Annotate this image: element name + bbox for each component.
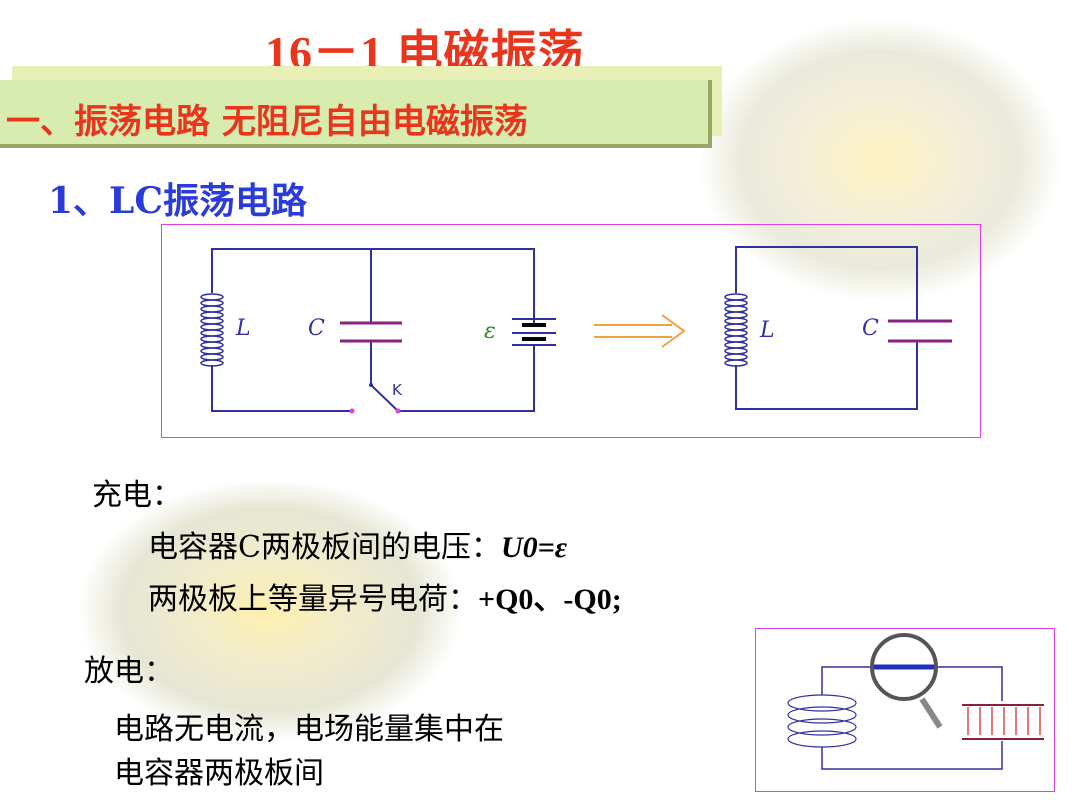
capacitor-icon-right	[888, 319, 952, 343]
wire-top	[211, 248, 535, 325]
small-wire-bottom	[821, 741, 1003, 770]
subheading: 1、LC振荡电路	[48, 172, 307, 224]
wire-right-bottom	[735, 341, 918, 410]
voltage-prefix: 电容器C两极板间的电压：	[148, 530, 501, 565]
charging-voltage-line: 电容器C两极板间的电压：U0=ε	[148, 522, 567, 566]
magnifier-icon	[870, 633, 943, 729]
label-emf: ε	[484, 319, 496, 344]
wire-bottom-left	[211, 365, 352, 412]
small-capacitor-icon	[962, 704, 1044, 740]
inductor-coil-icon	[200, 293, 224, 367]
subheading-cn: 振荡电路	[163, 181, 308, 222]
switch-icon	[349, 383, 401, 414]
magnifier-diagram-frame	[755, 628, 1055, 792]
circuit-diagram: L C K ε	[200, 246, 952, 414]
label-L-right: L	[759, 318, 775, 343]
charging-heading: 充电：	[92, 478, 182, 513]
charge-value: +Q0、-Q0;	[478, 583, 622, 616]
section-banner: 一、振荡电路 无阻尼自由电磁振荡	[0, 80, 712, 148]
discharging-line2: 电容器两极板间	[114, 756, 324, 791]
label-K: K	[392, 381, 403, 399]
voltage-value: U0=ε	[500, 531, 568, 564]
subheading-prefix: 1、LC	[48, 180, 164, 222]
wire-right-top	[735, 246, 918, 321]
battery-icon	[512, 318, 556, 346]
discharging-heading: 放电：	[84, 654, 174, 689]
small-coil-icon	[787, 694, 857, 748]
capacitor-icon	[340, 321, 402, 343]
charging-charge-line: 两极板上等量异号电荷：+Q0、-Q0;	[148, 574, 622, 618]
discharging-line1: 电路无电流，电场能量集中在	[114, 712, 504, 747]
label-L: L	[235, 316, 251, 341]
section-heading: 一、振荡电路 无阻尼自由电磁振荡	[6, 102, 528, 142]
magnifier-diagram	[787, 633, 1044, 770]
inductor-coil-icon-right	[724, 293, 748, 367]
label-C: C	[308, 316, 325, 341]
wire-bottom-right	[398, 345, 535, 412]
circuit-diagram-frame: L C K ε	[161, 224, 981, 438]
label-C-right: C	[862, 316, 879, 341]
double-arrow-icon	[594, 314, 686, 348]
charge-prefix: 两极板上等量异号电荷：	[148, 582, 478, 617]
